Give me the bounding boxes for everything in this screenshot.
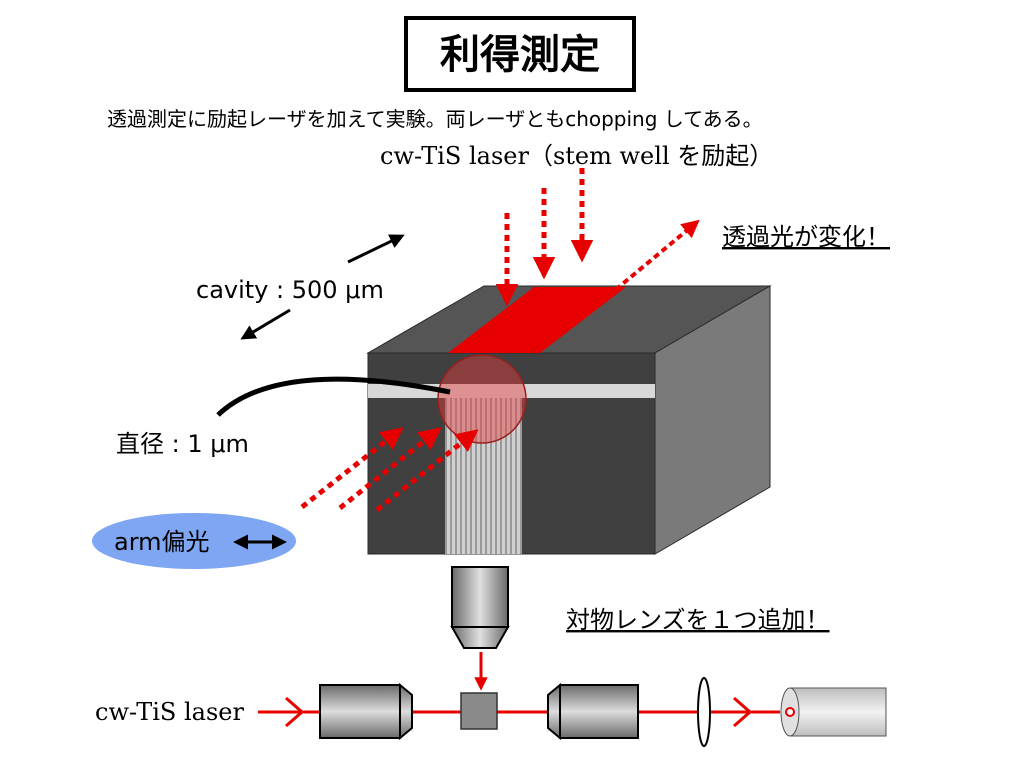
probe-arrow-3: [375, 429, 479, 512]
polarization-ellipse: [92, 513, 296, 569]
sample-block: [366, 285, 772, 555]
fiber-body: [789, 687, 887, 737]
page-title: 利得測定: [440, 32, 600, 78]
excitation-arrows: [495, 168, 594, 307]
objective-body: [451, 566, 509, 628]
cavity-arrow-upper: [347, 234, 405, 264]
objective-tip: [450, 626, 510, 649]
waveguide-stem: [445, 398, 522, 554]
input-objective: [319, 682, 413, 741]
probe-laser-label: cw-TiS laser: [95, 698, 244, 726]
probe-arrow-1: [300, 427, 404, 509]
output-objective-tip: [547, 682, 561, 741]
transmission-change-label: 透過光が変化！: [722, 223, 890, 251]
cavity-label: cavity : 500 μm: [196, 276, 384, 304]
diameter-label: 直径 : 1 μm: [116, 430, 249, 458]
transmitted-light-arrow: [606, 219, 700, 298]
fiber-core: [785, 707, 795, 717]
objective-added-label: 対物レンズを１つ追加！: [566, 606, 830, 634]
output-objective: [547, 682, 639, 741]
excitation-spot: [437, 354, 527, 444]
detector-fiber: [780, 687, 887, 737]
input-objective-body: [319, 684, 401, 739]
subtitle: 透過測定に励起レーザを加えて実験。両レーザともchopping してある。: [107, 107, 763, 131]
added-objective-lens: [450, 566, 510, 649]
input-objective-tip: [399, 682, 413, 741]
focusing-lens: [697, 677, 711, 747]
output-objective-body: [559, 684, 639, 739]
beam-chevron-right: [733, 696, 753, 728]
polarization-label: arm偏光: [114, 528, 210, 556]
excitation-laser-label: cw-TiS laser（stem well を励起）: [380, 142, 773, 170]
title-box: [404, 16, 636, 92]
sample-square: [460, 692, 498, 730]
diameter-pointer-curve: [216, 376, 451, 417]
beam-chevron-left: [285, 696, 305, 728]
probe-arrows: [300, 427, 479, 512]
probe-arrow-2: [338, 427, 442, 510]
excitation-stripe: [448, 287, 626, 353]
cavity-arrow-lower: [240, 308, 291, 340]
